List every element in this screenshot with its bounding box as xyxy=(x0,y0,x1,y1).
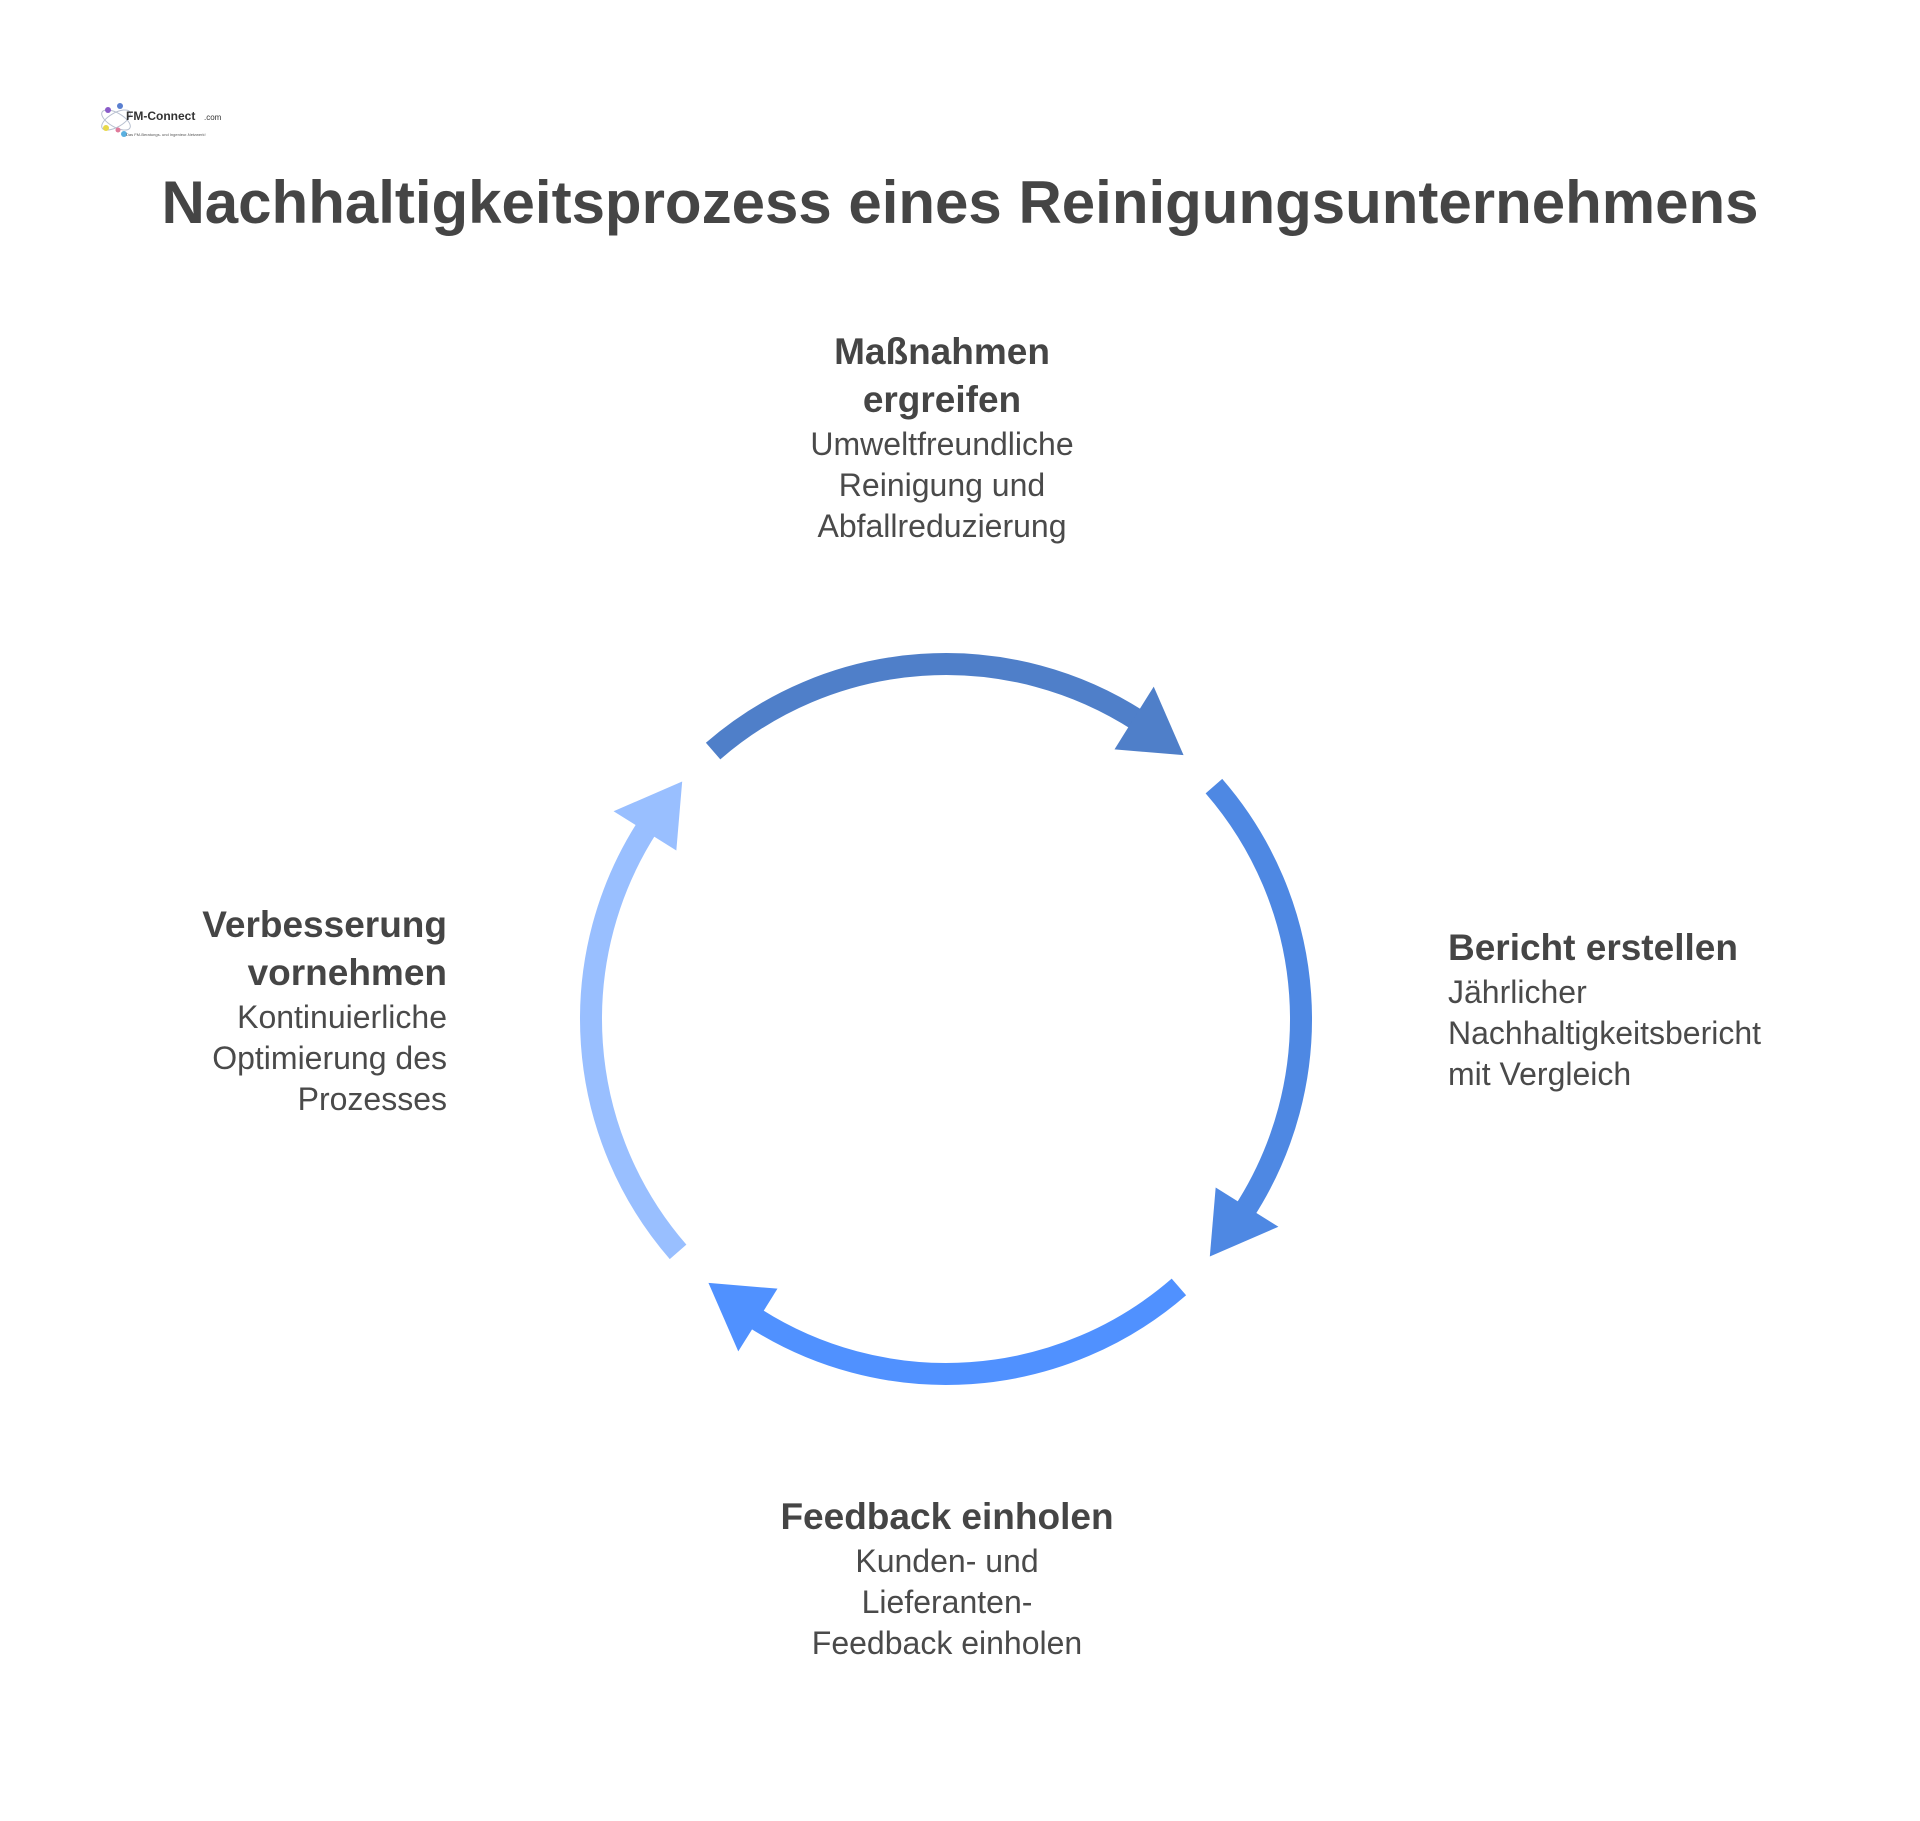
fm-connect-logo: FM-Connect .com Das FM-Beratungs- und In… xyxy=(98,96,234,146)
cycle-arc-left xyxy=(580,819,687,1260)
step-desc: Prozesses xyxy=(297,1081,447,1117)
step-title: vornehmen xyxy=(247,952,447,993)
step-right: Bericht erstellen Jährlicher Nachhaltigk… xyxy=(1448,924,1908,1095)
svg-text:FM-Connect: FM-Connect xyxy=(126,109,195,123)
step-desc: Kontinuierliche xyxy=(237,999,447,1035)
step-top: Maßnahmen ergreifen Umweltfreundliche Re… xyxy=(742,328,1142,547)
step-desc: Kunden- und xyxy=(855,1543,1039,1579)
step-desc: Jährlicher xyxy=(1448,974,1587,1010)
step-left: Verbesserung vornehmen Kontinuierliche O… xyxy=(60,901,447,1120)
step-desc: Reinigung und xyxy=(838,467,1046,503)
arrowhead-icon xyxy=(1114,686,1184,756)
cycle-arc-top xyxy=(705,653,1146,760)
step-desc: Umweltfreundliche xyxy=(810,426,1074,462)
step-desc: Optimierung des xyxy=(212,1040,447,1076)
arrowhead-icon xyxy=(708,1282,778,1352)
step-desc: Abfallreduzierung xyxy=(817,508,1067,544)
arrowhead-icon xyxy=(1209,1187,1279,1257)
cycle-arc-bottom xyxy=(746,1278,1187,1385)
svg-text:.com: .com xyxy=(204,113,222,122)
step-title: Maßnahmen xyxy=(834,331,1050,372)
step-desc: Lieferanten- xyxy=(861,1584,1033,1620)
arrowhead-icon xyxy=(613,781,683,851)
step-bottom: Feedback einholen Kunden- und Lieferante… xyxy=(747,1493,1147,1664)
step-title: ergreifen xyxy=(862,379,1022,420)
step-desc: Feedback einholen xyxy=(811,1625,1083,1661)
step-desc: mit Vergleich xyxy=(1448,1056,1632,1092)
step-title: Feedback einholen xyxy=(780,1496,1114,1537)
page-title: Nachhaltigkeitsprozess eines Reinigungsu… xyxy=(161,169,1759,236)
step-desc: Nachhaltigkeitsbericht xyxy=(1448,1015,1762,1051)
cycle-arc-right xyxy=(1205,778,1312,1219)
svg-text:Das FM-Beratungs- und Ingenieu: Das FM-Beratungs- und Ingenieur-Netzwerk… xyxy=(126,132,206,137)
step-title: Bericht erstellen xyxy=(1448,927,1738,968)
step-title: Verbesserung xyxy=(202,904,447,945)
